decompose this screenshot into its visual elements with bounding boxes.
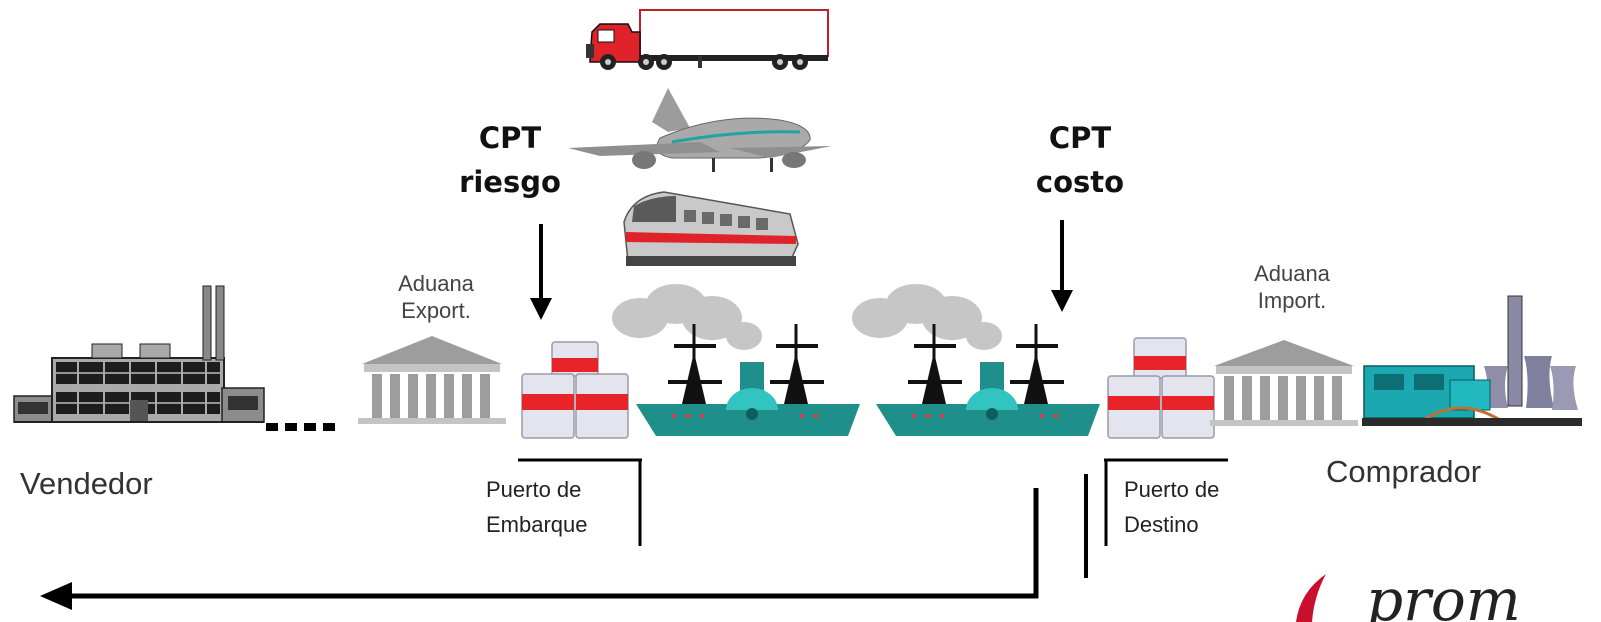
puerto-destino-line2: Destino bbox=[1124, 512, 1199, 537]
aduana-import-line1: Aduana bbox=[1254, 261, 1330, 286]
brand-logo-text: prom bbox=[1366, 566, 1521, 622]
cpt-riesgo-line1: CPT bbox=[478, 121, 542, 155]
customs-import-building-icon bbox=[1210, 340, 1358, 426]
puerto-destino-bracket bbox=[1084, 458, 1228, 578]
aduana-import-label: Aduana Import. bbox=[1222, 260, 1362, 314]
cpt-costo-line2: costo bbox=[1035, 165, 1125, 199]
aduana-export-line2: Export. bbox=[401, 298, 471, 323]
steamship-import-icon bbox=[852, 284, 1100, 436]
road-dashes bbox=[266, 423, 335, 431]
puerto-embarque-line2: Embarque bbox=[486, 512, 588, 537]
aduana-import-line2: Import. bbox=[1257, 288, 1327, 313]
truck-icon bbox=[586, 9, 829, 70]
cost-return-arrow bbox=[40, 488, 1039, 610]
puerto-embarque-bracket bbox=[518, 458, 642, 546]
cpt-costo-arrow bbox=[1051, 220, 1073, 312]
containers-import-icon bbox=[1107, 337, 1215, 439]
cpt-costo-label: CPT costo bbox=[1020, 116, 1140, 204]
aduana-export-label: Aduana Export. bbox=[366, 270, 506, 324]
aduana-export-line1: Aduana bbox=[398, 271, 474, 296]
containers-export-icon bbox=[521, 341, 629, 439]
brand-logo-swoosh-icon bbox=[1296, 574, 1326, 622]
factory-icon bbox=[13, 285, 265, 423]
airplane-icon bbox=[568, 88, 832, 172]
cpt-riesgo-arrow bbox=[530, 224, 552, 320]
steamship-export-icon bbox=[612, 284, 860, 436]
customs-export-building-icon bbox=[358, 336, 506, 424]
train-icon bbox=[623, 191, 799, 266]
cpt-costo-line1: CPT bbox=[1048, 121, 1112, 155]
puerto-embarque-label: Puerto de Embarque bbox=[486, 472, 588, 542]
puerto-embarque-line1: Puerto de bbox=[486, 477, 582, 502]
comprador-label: Comprador bbox=[1326, 454, 1482, 489]
cpt-riesgo-line2: riesgo bbox=[459, 165, 561, 199]
industrial-plant-icon bbox=[1362, 295, 1582, 426]
puerto-destino-label: Puerto de Destino bbox=[1124, 472, 1219, 542]
puerto-destino-line1: Puerto de bbox=[1124, 477, 1220, 502]
cpt-riesgo-label: CPT riesgo bbox=[450, 116, 570, 204]
vendedor-label: Vendedor bbox=[20, 466, 153, 501]
